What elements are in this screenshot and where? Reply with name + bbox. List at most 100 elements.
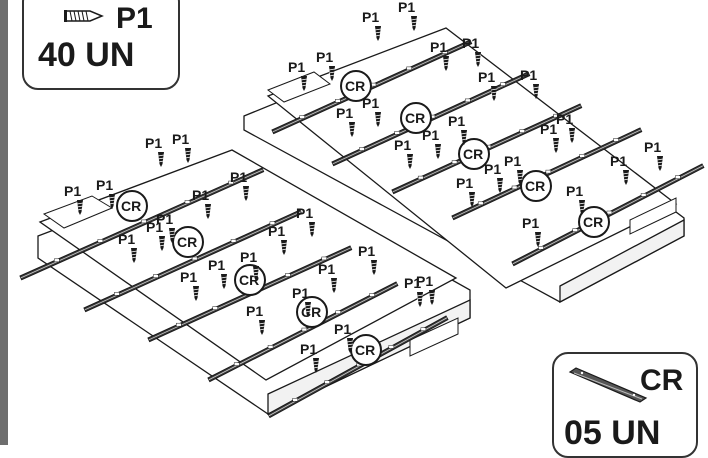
screw-label: P1 <box>146 219 163 235</box>
slide-callout-label: CR <box>345 78 365 94</box>
screw-label: P1 <box>610 153 627 169</box>
screw-quantity: 40 UN <box>38 36 135 74</box>
screw-label: P1 <box>448 113 465 129</box>
screw-label: P1 <box>316 49 333 65</box>
screw-label: P1 <box>416 273 433 289</box>
slide-callout: CR <box>350 334 382 366</box>
slide-callout-label: CR <box>525 178 545 194</box>
slide-callout-label: CR <box>355 342 375 358</box>
screw-label: P1 <box>230 169 247 185</box>
screw-icon <box>442 56 450 71</box>
slide-code: CR <box>640 364 684 397</box>
screw-icon <box>330 278 338 293</box>
screw-label: P1 <box>318 261 335 277</box>
spacer-block <box>629 197 677 235</box>
screw-icon <box>328 66 336 81</box>
screw-label: P1 <box>246 303 263 319</box>
screw-icon <box>308 222 316 237</box>
slide-callout-label: CR <box>301 304 321 320</box>
screw-icon <box>474 52 482 67</box>
screw-label: P1 <box>422 127 439 143</box>
screw-label: P1 <box>208 257 225 273</box>
screw-icon <box>258 320 266 335</box>
slide-callout-label: CR <box>177 234 197 250</box>
screw-label: P1 <box>404 275 421 291</box>
screw-icon <box>532 84 540 99</box>
screw-label: P1 <box>566 183 583 199</box>
drawer-slide <box>267 315 449 419</box>
screw-code: P1 <box>116 2 153 35</box>
slide-callout-label: CR <box>463 146 483 162</box>
screw-label: P1 <box>522 215 539 231</box>
screw-label: P1 <box>644 139 661 155</box>
screw-icon <box>434 144 442 159</box>
screw-icon <box>346 338 354 353</box>
screw-label: P1 <box>398 0 415 15</box>
screw-label: P1 <box>478 69 495 85</box>
screw-icon <box>374 26 382 41</box>
screw-label: P1 <box>118 231 135 247</box>
slide-callout: CR <box>296 296 328 328</box>
screw-icon <box>410 16 418 31</box>
screw-icon <box>552 138 560 153</box>
screw-icon <box>534 232 542 247</box>
screw-icon <box>300 76 308 91</box>
screw-label: P1 <box>462 35 479 51</box>
page-left-border <box>0 0 8 445</box>
slide-callout: CR <box>400 102 432 134</box>
screw-icon <box>157 152 165 167</box>
slide-callout-label: CR <box>121 198 141 214</box>
screw-icon <box>406 154 414 169</box>
screw-icon <box>252 266 260 281</box>
screw-label: P1 <box>540 121 557 137</box>
screw-label: P1 <box>456 175 473 191</box>
screw-icon <box>370 260 378 275</box>
screw-icon <box>204 204 212 219</box>
screw-label: P1 <box>288 59 305 75</box>
screw-label: P1 <box>180 269 197 285</box>
screw-icon <box>220 274 228 289</box>
screw-legend-box: P1 40 UN <box>22 0 180 90</box>
screw-label: P1 <box>192 187 209 203</box>
screw-icon <box>242 186 250 201</box>
screw-icon <box>130 248 138 263</box>
screw-label: P1 <box>296 205 313 221</box>
screw-label: P1 <box>484 161 501 177</box>
screw-label: P1 <box>145 135 162 151</box>
screw-label: P1 <box>394 137 411 153</box>
screw-icon <box>428 290 436 305</box>
drawer-slide-icon <box>568 367 648 403</box>
screw-label: P1 <box>300 341 317 357</box>
screw-icon <box>656 156 664 171</box>
screw-icon <box>460 130 468 145</box>
slide-callout: CR <box>520 170 552 202</box>
screw-label: P1 <box>156 211 173 227</box>
screw-icon <box>168 228 176 243</box>
screw-icon <box>76 200 84 215</box>
screw-icon <box>416 292 424 307</box>
screw-icon <box>496 178 504 193</box>
screw-label: P1 <box>172 131 189 147</box>
slide-callout: CR <box>578 206 610 238</box>
screw-icon <box>374 112 382 127</box>
screw-icon <box>280 240 288 255</box>
drawer-slide <box>19 167 265 281</box>
screw-icon <box>516 170 524 185</box>
slide-legend-box: CR 05 UN <box>552 352 698 458</box>
spacer-block <box>266 71 332 103</box>
screw-label: P1 <box>556 111 573 127</box>
slide-callout: CR <box>340 70 372 102</box>
screw-label: P1 <box>358 243 375 259</box>
screw-label: P1 <box>268 223 285 239</box>
screw-label: P1 <box>430 39 447 55</box>
screw-label: P1 <box>292 285 309 301</box>
slide-callout-label: CR <box>405 110 425 126</box>
screw-icon <box>158 236 166 251</box>
screw-label: P1 <box>362 9 379 25</box>
screw-label: P1 <box>336 105 353 121</box>
screw-icon <box>184 148 192 163</box>
screw-label: P1 <box>64 183 81 199</box>
